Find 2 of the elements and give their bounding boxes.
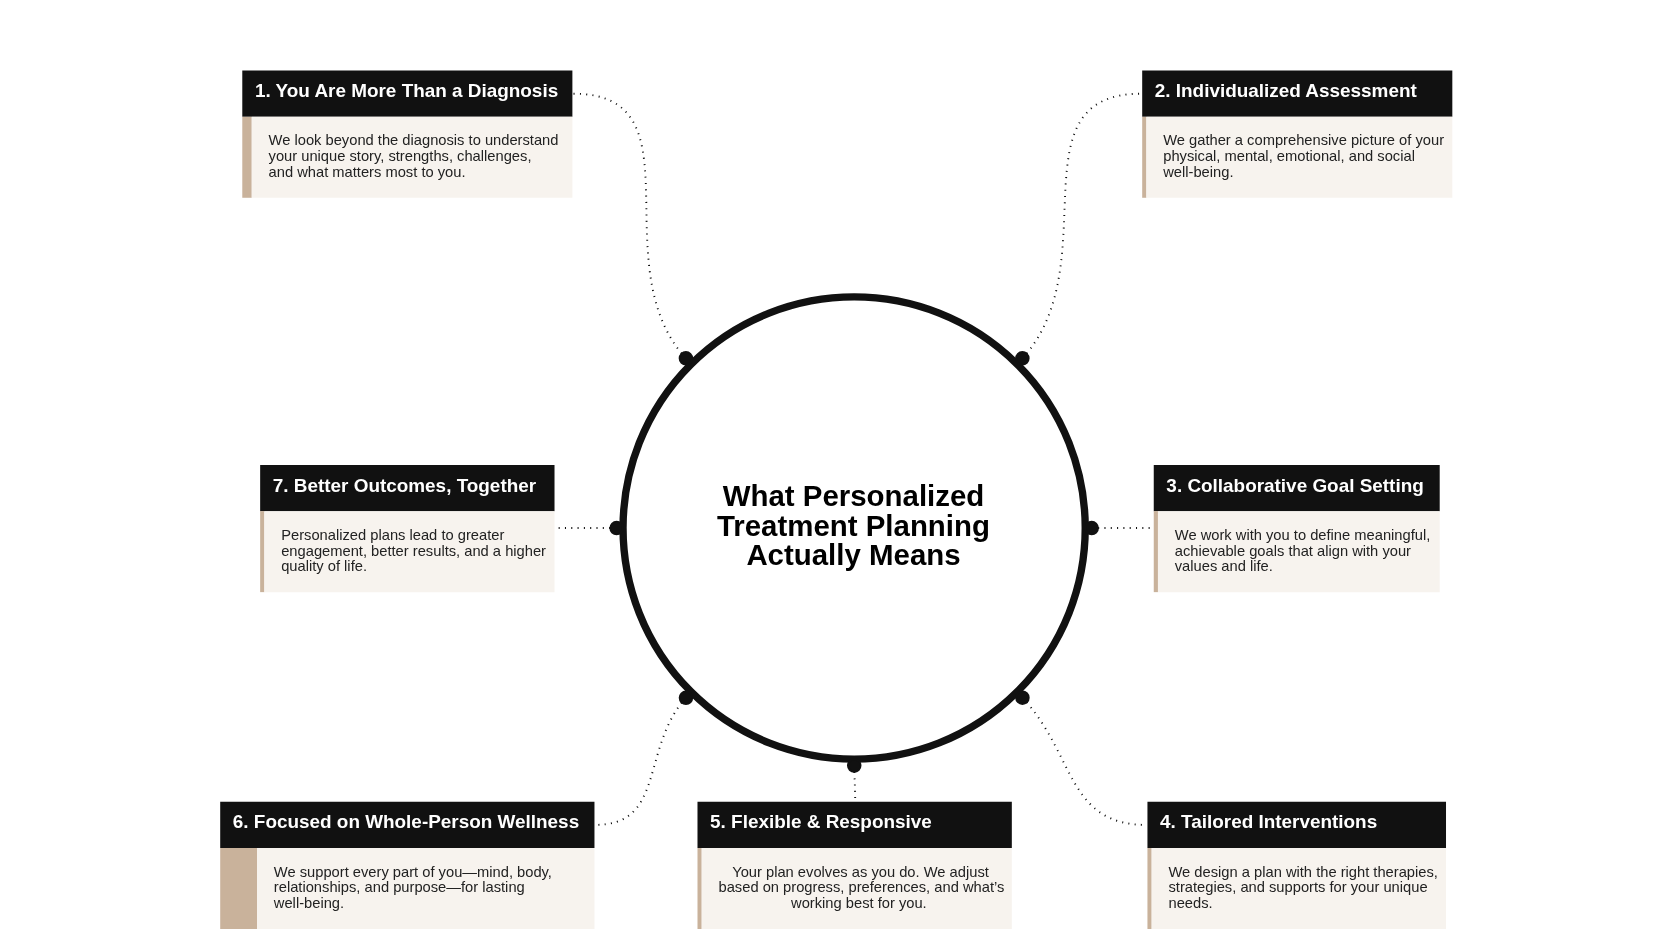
connector (572, 92, 694, 366)
node-circle: What Personalized Treatment Planning Actually Means (619, 293, 1089, 763)
